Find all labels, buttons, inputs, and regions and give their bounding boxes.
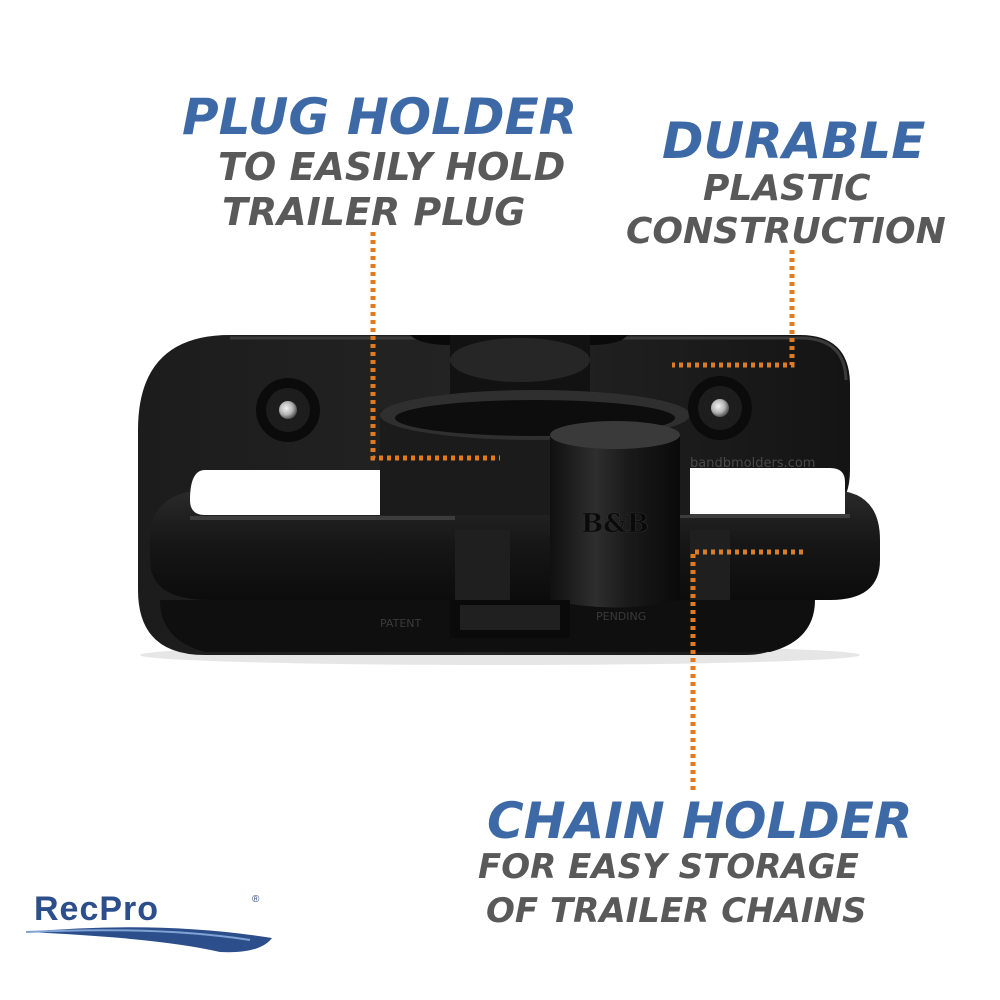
chain-holder-line1: FOR EASY STORAGE (478, 847, 859, 887)
durable-line2: CONSTRUCTION (626, 211, 946, 252)
registered-mark: ® (252, 894, 260, 905)
chain-holder-title: CHAIN HOLDER (487, 792, 913, 850)
logo-swoosh (26, 927, 272, 953)
durable-line1: PLASTIC (703, 168, 871, 209)
brand-emboss: B&B (581, 509, 648, 539)
website-emboss: bandbmolders.com (690, 456, 815, 471)
plug-holder-leader (370, 232, 500, 461)
durable-title: DURABLE (662, 112, 926, 170)
plug-holder-line2: TRAILER PLUG (222, 190, 526, 234)
svg-text:RecPro: RecPro (34, 890, 159, 928)
brand-name-part2: Pro (99, 890, 159, 928)
right-screw (688, 376, 752, 440)
durable-leader (672, 250, 795, 368)
chain-holder-leader (690, 549, 805, 790)
pending-emboss: PENDING (596, 610, 646, 623)
patent-emboss: PATENT (380, 617, 421, 630)
recpro-logo: RecPro ® (25, 890, 272, 953)
left-screw (256, 378, 320, 442)
plug-holder-title: PLUG HOLDER (182, 88, 578, 146)
brand-name-part1: Rec (34, 890, 99, 928)
plug-holder-line1: TO EASILY HOLD (218, 145, 566, 189)
chain-holder-line2: OF TRAILER CHAINS (486, 891, 867, 931)
